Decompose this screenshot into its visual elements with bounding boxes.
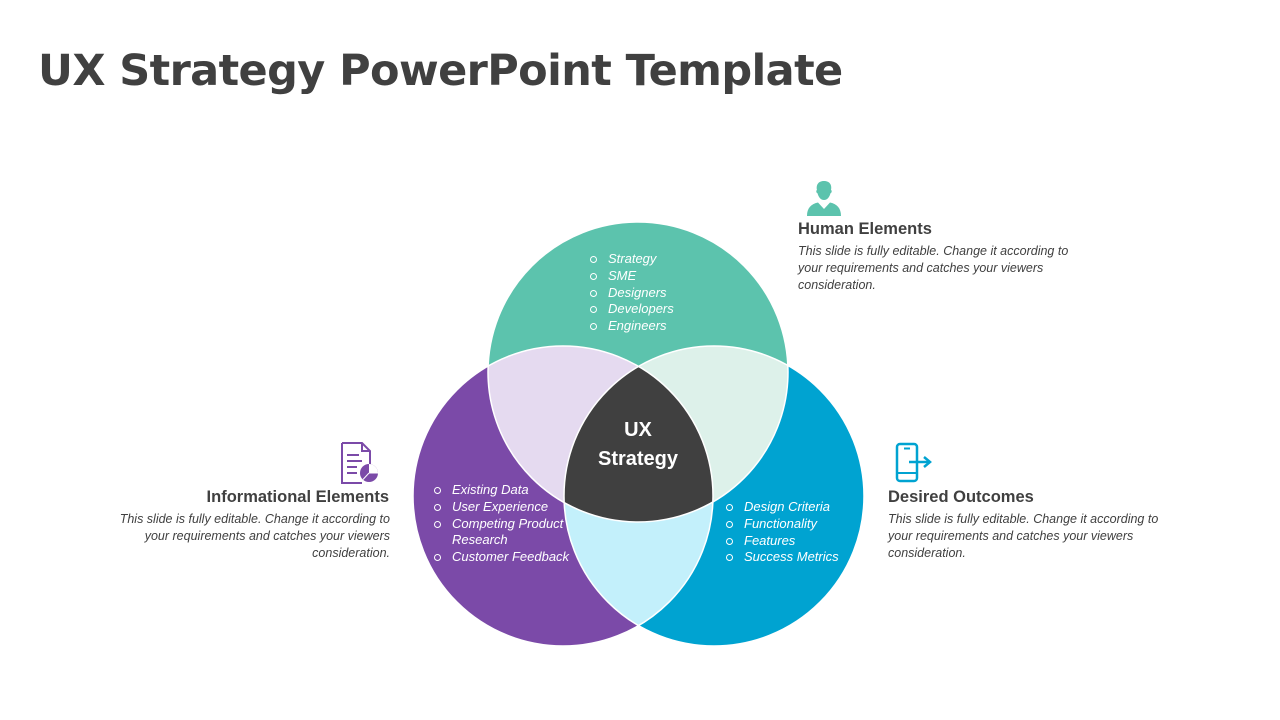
outcomes-description: This slide is fully editable. Change it … xyxy=(888,512,1159,560)
outline-informational xyxy=(412,345,714,647)
mobile-share-icon xyxy=(895,442,932,483)
document-chart-icon xyxy=(341,442,378,484)
list-item-continuation: Research xyxy=(452,532,508,548)
list-item: Developers xyxy=(588,301,674,318)
list-item: Competing Product xyxy=(432,516,569,533)
slide-title: UX Strategy PowerPoint Template xyxy=(38,46,843,96)
list-item: User Experience xyxy=(432,499,569,516)
list-item: Success Metrics xyxy=(724,549,839,566)
human-description: This slide is fully editable. Change it … xyxy=(798,244,1069,292)
human-heading: Human Elements xyxy=(798,220,932,238)
list-item: Design Criteria xyxy=(724,499,839,516)
center-label-line1: UX xyxy=(624,419,652,441)
list-item: Strategy xyxy=(588,251,674,268)
informational-items-list: Existing Data User Experience Competing … xyxy=(432,482,569,566)
list-item: Existing Data xyxy=(432,482,569,499)
person-icon xyxy=(807,181,841,216)
list-item: Features xyxy=(724,533,839,550)
informational-description: This slide is fully editable. Change it … xyxy=(119,512,390,560)
human-items-list: Strategy SME Designers Developers Engine… xyxy=(588,251,674,335)
outcomes-heading: Desired Outcomes xyxy=(888,488,1034,506)
list-item: Functionality xyxy=(724,516,839,533)
outline-outcomes xyxy=(563,345,865,647)
list-item: Designers xyxy=(588,285,674,302)
list-item: SME xyxy=(588,268,674,285)
overlap-center xyxy=(564,346,713,522)
list-item: Customer Feedback xyxy=(432,549,569,566)
center-label-line2: Strategy xyxy=(598,448,679,470)
informational-heading: Informational Elements xyxy=(206,488,389,506)
list-item: Engineers xyxy=(588,318,674,335)
outline-human xyxy=(487,221,789,523)
outcomes-items-list: Design Criteria Functionality Features S… xyxy=(724,499,839,566)
